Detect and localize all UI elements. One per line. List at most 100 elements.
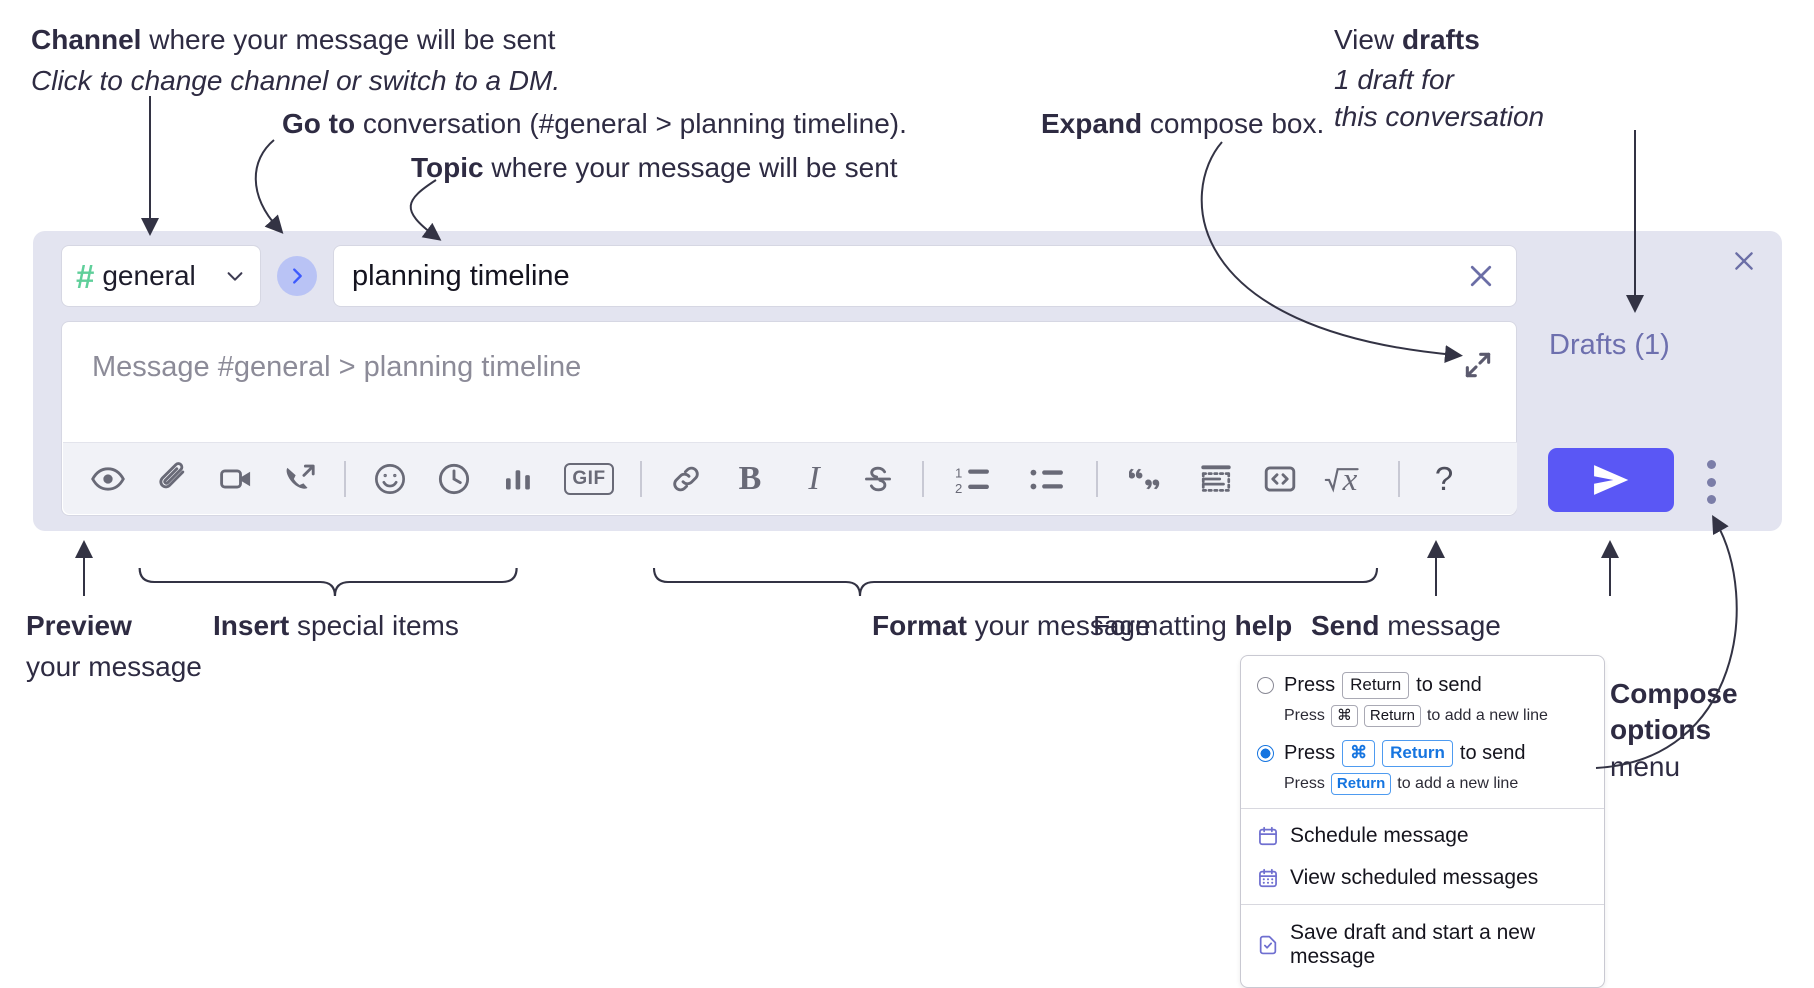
reminder-button[interactable] [431,456,477,502]
annotation-insert-bold: Insert [213,610,290,641]
menu-item-schedule-message[interactable]: Schedule message [1241,815,1604,857]
radio-cmd-return[interactable] [1257,745,1274,763]
drafts-link[interactable]: Drafts (1) [1549,329,1670,361]
blockquote-icon [1129,468,1160,489]
annotation-insert-rest: special items [289,610,459,641]
math-icon [1324,467,1359,493]
preview-button[interactable] [85,456,131,502]
calendar-grid-icon [1259,869,1277,888]
hash-icon: # [76,257,94,295]
opt2-key-return: Return [1382,740,1453,768]
link-icon [673,466,699,491]
opt1-sub-press: Press [1284,707,1325,725]
menu-item-save-draft[interactable]: Save draft and start a new message [1241,912,1604,978]
annotation-preview: Preview your message [26,608,202,684]
opt1-key-return: Return [1342,672,1410,699]
bold-button[interactable]: B [727,456,773,502]
italic-icon: I [808,459,820,497]
compose-top-row: # general planning timeline [48,245,1530,307]
go-to-conversation-button[interactable] [277,256,317,296]
separator-1 [344,460,346,497]
annotation-insert: Insert special items [213,608,459,643]
italic-button[interactable]: I [791,456,837,502]
math-button[interactable]: x [1321,456,1377,502]
code-block-icon [1201,464,1231,492]
compose-panel: # general planning timeline M [33,231,1782,531]
compose-options-icon-dot-1 [1706,460,1716,469]
poll-button[interactable] [495,456,541,502]
annotation-goto-rest: conversation (#general > planning timeli… [355,108,907,139]
attach-icon [159,461,185,488]
code-block-button[interactable] [1193,456,1239,502]
close-icon [1735,252,1753,270]
channel-selector-button[interactable]: # general [61,245,261,307]
video-clip-button[interactable] [213,456,259,502]
send-option-return-text: Press Return to send [1284,672,1482,699]
annotation-drafts-bold: drafts [1401,24,1480,55]
send-message-button[interactable] [1548,448,1674,512]
reminder-clock-icon [438,463,470,494]
compose-options-icon-dot-3 [1706,495,1716,504]
annotation-topic: Topic where your message will be sent [411,150,898,185]
send-option-return[interactable]: Press Return to send [1241,670,1604,701]
separator-4 [1096,460,1098,497]
gif-button[interactable]: GIF [559,456,619,502]
radio-return[interactable] [1257,676,1274,694]
strikethrough-button[interactable] [855,456,901,502]
topic-input[interactable]: planning timeline [333,245,1517,307]
opt2-tail: to send [1459,742,1526,765]
svg-text:1: 1 [955,465,962,480]
help-icon: ? [1434,459,1454,497]
close-panel-button[interactable] [1728,245,1760,277]
annotation-help-bold: help [1234,610,1293,641]
annotation-send-bold: Send [1311,610,1380,641]
annotation-topic-rest: where your message will be sent [483,152,898,183]
annotation-channel: Channel where your message will be sent … [31,22,560,98]
annotation-send-rest: message [1379,610,1501,641]
annotation-expand-bold: Expand [1041,108,1143,139]
bulleted-list-button[interactable] [1019,456,1075,502]
audio-call-icon [286,464,315,489]
menu-item-schedule-message-label: Schedule message [1290,824,1469,848]
menu-item-view-scheduled[interactable]: View scheduled messages [1241,857,1604,899]
bold-icon: B [738,459,762,497]
expand-compose-button[interactable] [1462,349,1496,383]
formatting-help-button[interactable]: ? [1421,456,1467,502]
ordered-list-button[interactable]: 1 2 [945,456,1001,502]
annotation-help-lead: Formatting [1093,610,1235,641]
clear-topic-button[interactable] [1464,259,1498,293]
send-option-cmd-return-text: Press ⌘ Return to send [1284,740,1526,768]
audio-clip-button[interactable] [277,456,323,502]
opt1-sub-key-cmd: ⌘ [1330,704,1358,728]
separator-5 [1398,460,1400,497]
message-input-box[interactable]: Message #general > planning timeline [61,321,1517,516]
attach-file-button[interactable] [149,456,195,502]
separator-2 [640,460,642,497]
annotation-format-bold: Format [872,610,967,641]
inline-code-button[interactable] [1257,456,1303,502]
blockquote-button[interactable] [1119,456,1175,502]
opt2-key-cmd: ⌘ [1342,740,1376,768]
annotation-channel-italic: Click to change channel or switch to a D… [31,65,561,96]
annotation-drafts-italic2: this conversation [1334,101,1545,132]
opt2-sub-tail: to add a new line [1397,775,1519,793]
bulleted-list-icon [1030,469,1063,489]
annotation-help: Formatting help [1093,608,1292,643]
formatting-toolbar: GIF B I [63,442,1517,514]
annotation-format: Format your message [872,608,1151,643]
send-option-cmd-return[interactable]: Press ⌘ Return to send [1241,738,1604,769]
compose-options-icon-dot-2 [1706,477,1716,487]
emoji-button[interactable] [367,456,413,502]
send-icon [1594,465,1629,495]
annotation-drafts: View drafts 1 draft for this conversatio… [1334,22,1544,134]
annotation-compose-options-bold1: Compose [1610,678,1738,709]
calendar-schedule-icon [1259,827,1277,846]
chevron-right-icon [293,268,302,284]
compose-options-button[interactable] [1700,460,1722,504]
opt1-press: Press [1284,673,1336,696]
link-button[interactable] [663,456,709,502]
opt2-press: Press [1284,742,1336,765]
annotation-format-rest: your message [966,610,1151,641]
annotation-drafts-lead: View [1334,24,1402,55]
math-x-label: x [1342,462,1358,498]
